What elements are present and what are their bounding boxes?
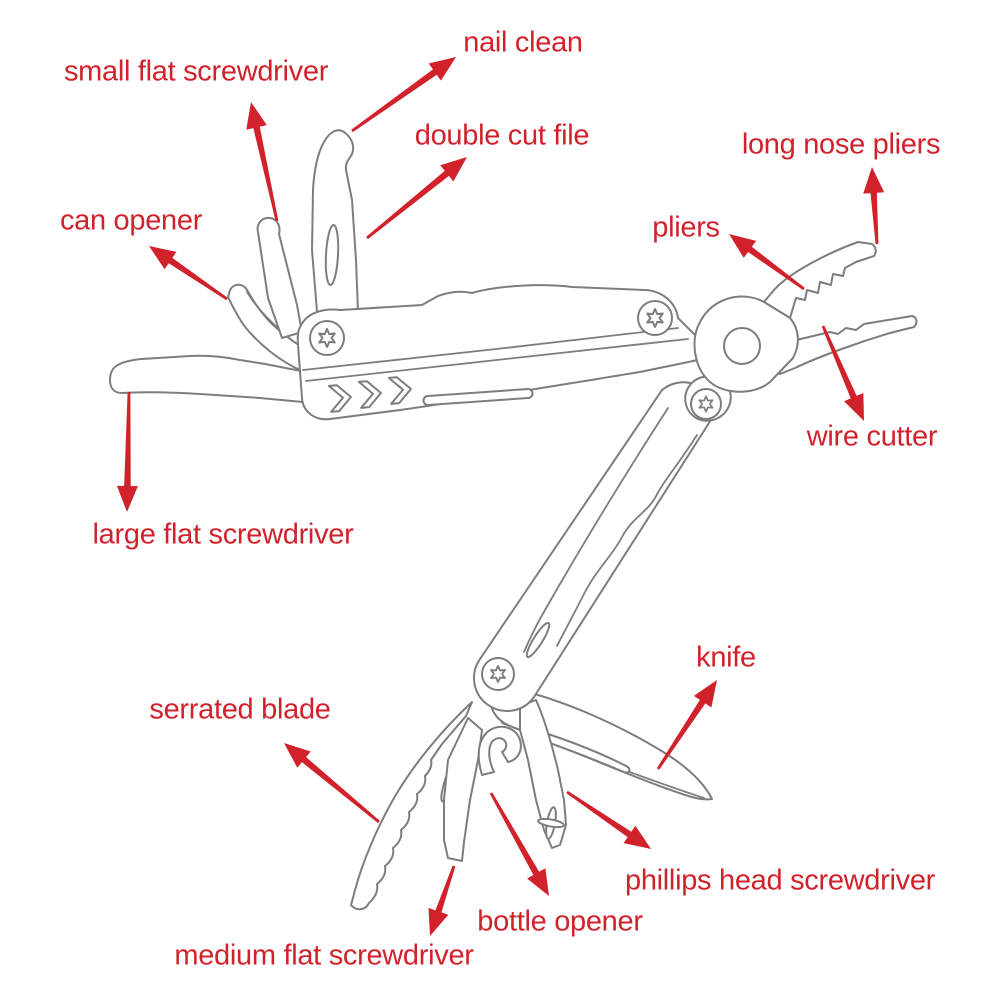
arrow-head	[623, 825, 651, 849]
arrow-head	[284, 743, 311, 768]
arrow-layer	[116, 57, 885, 936]
arrow-small-flat-screwdriver	[246, 102, 279, 222]
arrow-head	[246, 102, 267, 130]
arrow-tail	[489, 792, 543, 881]
lower-handle-slot	[525, 621, 551, 659]
pliers-pivot	[723, 327, 761, 365]
arrow-tail	[656, 694, 709, 770]
arrow-medium-flat-screwdriver	[428, 865, 456, 936]
arrow-tail	[251, 120, 279, 222]
upper-handle-rail-line	[305, 338, 689, 382]
arrow-head	[527, 868, 549, 896]
arrow-bottle-opener	[489, 792, 549, 896]
bottle-opener-shape	[477, 725, 522, 776]
chevron-decorations	[327, 376, 412, 413]
arrow-head	[844, 392, 864, 421]
chevron-3	[387, 376, 412, 405]
arrow-tail	[433, 865, 456, 919]
arrow-tail	[566, 790, 637, 841]
phillips-cross-slot-horizontal	[537, 817, 565, 829]
multitool-line-art	[109, 129, 918, 911]
arrow-head	[693, 680, 717, 708]
small-flat-screwdriver-shape	[256, 216, 303, 339]
arrow-can-opener	[149, 246, 228, 301]
arrow-pliers	[729, 234, 805, 291]
lower-handle-shape	[473, 381, 717, 712]
arrow-head	[440, 157, 467, 182]
can-opener-shape	[227, 283, 303, 371]
upper-handle-scale-line	[302, 327, 679, 371]
arrow-head	[863, 167, 885, 194]
arrow-double-cut-file	[366, 157, 467, 240]
arrow-head	[116, 485, 138, 512]
long-nose-upper-jaw-shape	[763, 241, 877, 319]
chevron-1	[327, 384, 352, 413]
arrow-tail	[366, 166, 454, 240]
arrow-knife	[656, 680, 717, 770]
lower-handle-wavy-line	[556, 434, 698, 647]
arrow-head	[729, 234, 757, 258]
arrow-large-flat-screwdriver	[116, 391, 138, 512]
chevron-2	[357, 380, 382, 409]
arrow-long-nose-pliers	[863, 167, 885, 245]
file-slot	[324, 224, 340, 286]
arrow-tail	[821, 325, 860, 404]
arrow-head	[428, 57, 456, 81]
arrow-tail	[123, 391, 131, 493]
arrow-phillips-head-screwdriver	[566, 790, 651, 849]
arrow-tail	[297, 753, 380, 824]
arrow-head	[149, 246, 177, 270]
arrow-serrated-blade	[284, 743, 380, 824]
arrow-tail	[163, 254, 228, 301]
arrow-head	[428, 908, 449, 936]
large-flat-screwdriver-shape	[109, 354, 325, 405]
lower-handle-inner-line	[523, 407, 669, 653]
arrow-tail	[743, 243, 805, 291]
serrated-blade-shape	[350, 701, 473, 911]
upper-handle-slot	[422, 388, 534, 406]
medium-flat-screwdriver-shape	[443, 717, 483, 862]
arrow-tail	[869, 186, 879, 245]
arrow-wire-cutter	[821, 325, 864, 421]
arrow-nail-clean	[351, 57, 456, 133]
arrow-tail	[351, 65, 442, 133]
